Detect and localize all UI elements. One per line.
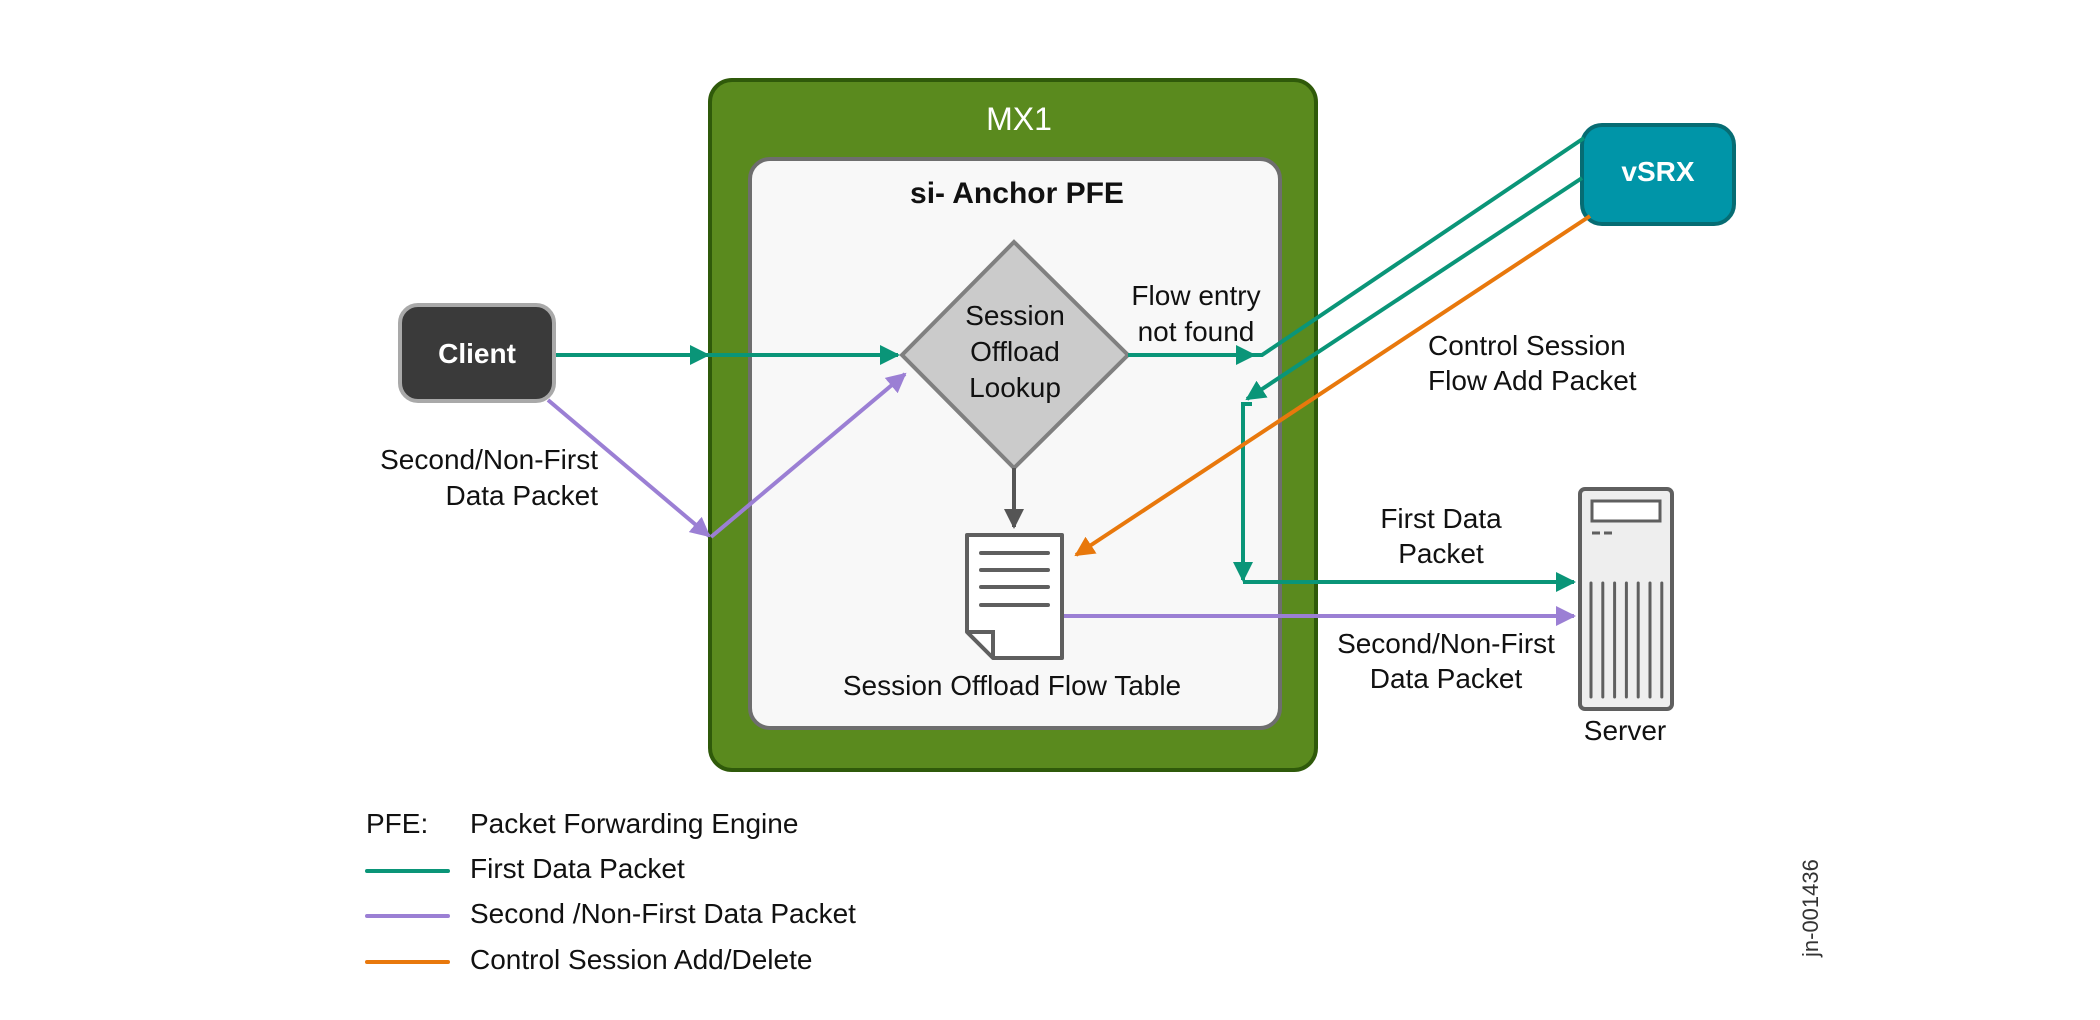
server-label: Server <box>1584 715 1666 746</box>
second-data-left-label-1: Second/Non-First <box>380 444 598 475</box>
control-session-label-2: Flow Add Packet <box>1428 365 1637 396</box>
first-data-flow <box>556 136 1586 592</box>
flow-entry-label-1: Flow entry <box>1131 280 1260 311</box>
lookup-line-1: Session <box>965 300 1065 331</box>
session-offload-lookup: Session Offload Lookup <box>899 239 1131 471</box>
second-data-right-label-2: Data Packet <box>1370 663 1523 694</box>
return-down-arrow <box>1233 402 1253 582</box>
flow-entry-label-2: not found <box>1138 316 1255 347</box>
legend-abbrev-key: PFE: <box>366 808 428 839</box>
mx1-title: MX1 <box>986 101 1052 137</box>
legend-label-second-data: Second /Non-First Data Packet <box>470 898 856 929</box>
anchor-pfe-title: si- Anchor PFE <box>910 177 1124 210</box>
mx1-to-lookup-second-arrow <box>709 372 907 539</box>
vsrx-return-arrow <box>1245 176 1584 401</box>
figure-id: jn-001436 <box>1798 859 1823 958</box>
client-label: Client <box>438 338 516 369</box>
lookup-line-2: Offload <box>970 336 1060 367</box>
vsrx-node[interactable]: vSRX <box>1580 123 1736 226</box>
first-data-label-2: Packet <box>1398 538 1484 569</box>
second-data-right-label-1: Second/Non-First <box>1337 628 1555 659</box>
pfe-to-vsrx-line <box>1254 136 1586 357</box>
legend: PFE: Packet Forwarding Engine First Data… <box>365 808 856 975</box>
control-session-arrow <box>1074 214 1592 557</box>
vsrx-label: vSRX <box>1621 156 1694 187</box>
lookup-line-3: Lookup <box>969 372 1061 403</box>
flow-table-label: Session Offload Flow Table <box>843 670 1181 701</box>
document-icon <box>965 533 1064 660</box>
server-icon <box>1578 487 1674 711</box>
vsrx-box[interactable] <box>1580 123 1736 226</box>
legend-label-control: Control Session Add/Delete <box>470 944 812 975</box>
client-box[interactable] <box>398 303 556 403</box>
legend-abbrev-value: Packet Forwarding Engine <box>470 808 798 839</box>
second-data-flow <box>546 372 1576 626</box>
control-session-label-1: Control Session <box>1428 330 1626 361</box>
second-data-left-label-2: Data Packet <box>445 480 598 511</box>
legend-label-first-data: First Data Packet <box>470 853 685 884</box>
client-node[interactable]: Client <box>398 303 556 403</box>
first-data-label-1: First Data <box>1380 503 1502 534</box>
client-to-mx1-second-arrow <box>546 398 711 538</box>
